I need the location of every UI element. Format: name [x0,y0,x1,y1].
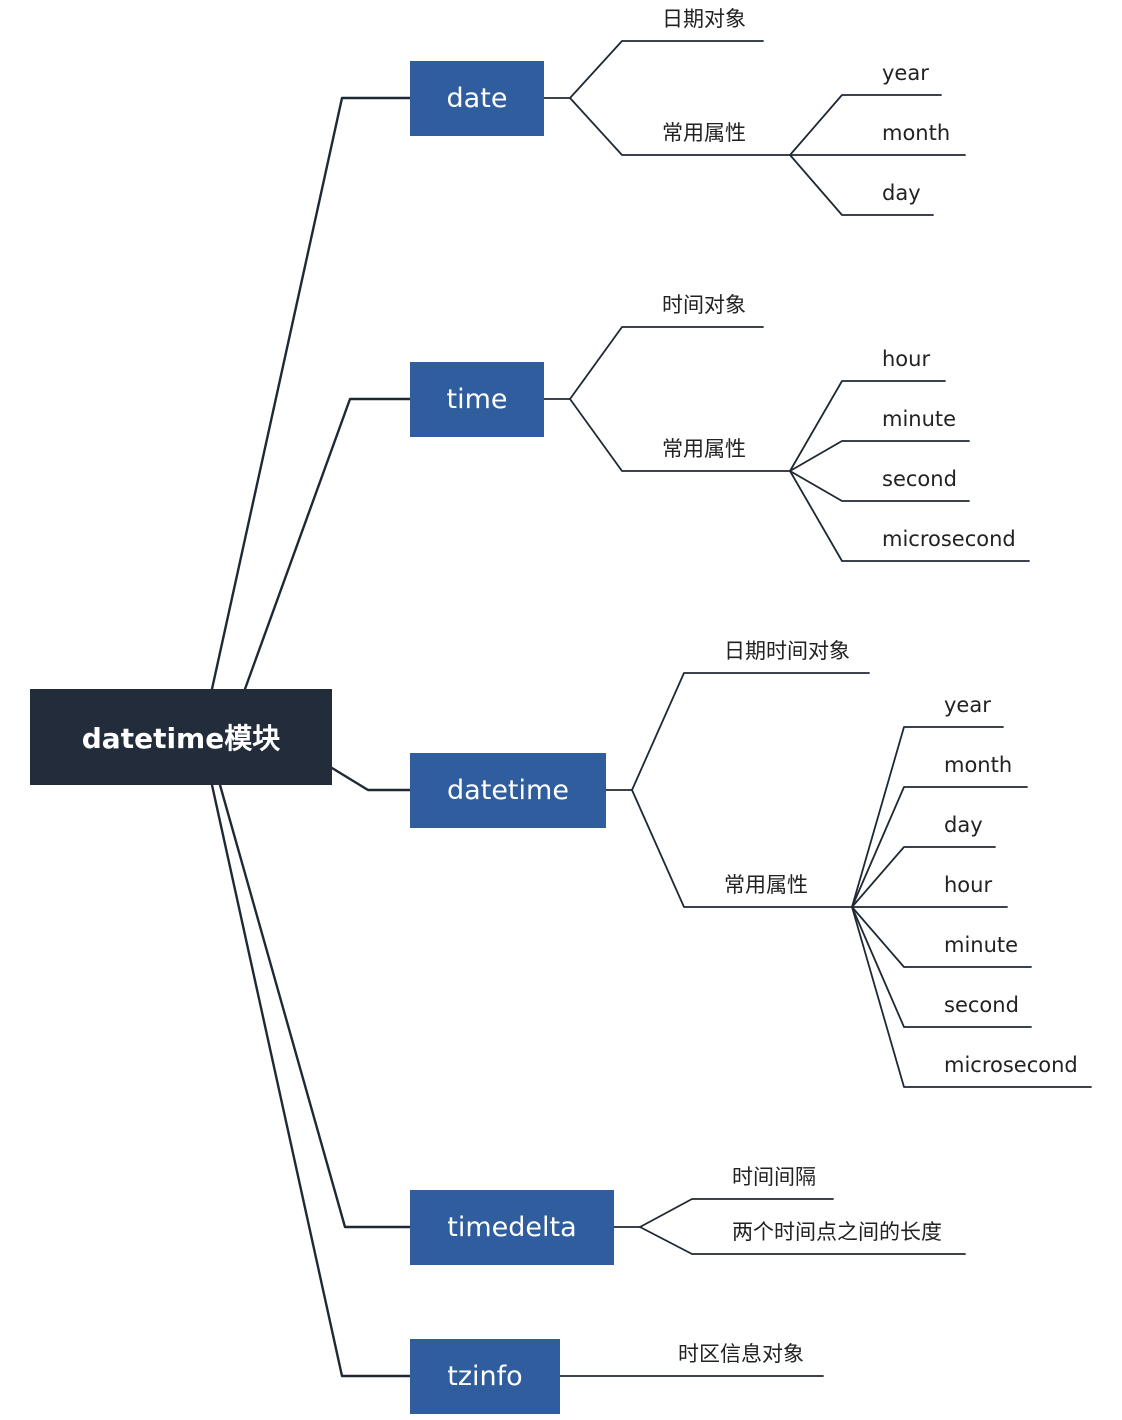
datetime-attr-hour[interactable]: hour [944,873,993,897]
time-attr-minute[interactable]: minute [882,407,957,431]
node-date[interactable]: date [410,61,544,136]
date-attr-year[interactable]: year [882,61,929,85]
edge-timedelta-item2 [639,1226,966,1255]
datetime-attr-year[interactable]: year [944,693,991,717]
edge-date-desc [569,40,764,99]
datetime-attr-day[interactable]: day [944,813,983,837]
edge-time-second [789,470,970,502]
tzinfo-description[interactable]: 时区信息对象 [678,1342,804,1366]
edge-root-datetime [330,766,412,792]
node-date-label: date [446,83,508,114]
edge-time-microsecond [789,470,1030,562]
edge-datetime-attrgroup [631,789,853,908]
root-label: datetime模块 [81,722,281,755]
node-timedelta[interactable]: timedelta [410,1190,614,1265]
date-attr-month[interactable]: month [882,121,951,145]
node-datetime[interactable]: datetime [410,753,606,828]
time-attr-microsecond[interactable]: microsecond [882,527,1016,551]
edge-datetime-desc [631,672,870,791]
edge-datetime-day [851,846,996,908]
node-datetime-label: datetime [447,775,569,806]
edge-timedelta-item1 [639,1198,834,1228]
node-time[interactable]: time [410,362,544,437]
date-attr-group[interactable]: 常用属性 [662,121,746,145]
timedelta-item-length[interactable]: 两个时间点之间的长度 [732,1220,942,1244]
date-description[interactable]: 日期对象 [662,7,746,31]
edge-root-time [243,397,412,691]
datetime-attr-group[interactable]: 常用属性 [724,873,808,897]
date-attr-day[interactable]: day [882,181,921,205]
datetime-description[interactable]: 日期时间对象 [724,639,850,663]
root-node[interactable]: datetime模块 [30,689,332,785]
edge-datetime-second [851,906,1032,1028]
edge-time-attrgroup [569,398,791,472]
timedelta-item-interval[interactable]: 时间间隔 [732,1165,816,1189]
edge-datetime-microsecond [851,906,1092,1088]
edge-datetime-minute [851,906,1032,968]
edge-root-tzinfo [210,783,412,1378]
datetime-attr-microsecond[interactable]: microsecond [944,1053,1078,1077]
time-attr-group[interactable]: 常用属性 [662,437,746,461]
edge-time-hour [789,380,946,472]
edge-time-minute [789,440,970,472]
edge-datetime-year [851,726,1004,908]
datetime-attr-month[interactable]: month [944,753,1013,777]
datetime-attr-second[interactable]: second [944,993,1019,1017]
edge-datetime-month [851,786,1028,908]
time-attr-hour[interactable]: hour [882,347,931,371]
edge-date-day [789,154,934,216]
edge-time-desc [569,326,764,400]
node-time-label: time [446,384,508,415]
edge-date-attrgroup [569,97,791,156]
node-timedelta-label: timedelta [447,1212,577,1243]
time-description[interactable]: 时间对象 [662,293,746,317]
edge-date-year [789,94,942,156]
datetime-attr-minute[interactable]: minute [944,933,1019,957]
node-tzinfo-label: tzinfo [447,1361,523,1392]
edge-root-date [210,96,412,691]
time-attr-second[interactable]: second [882,467,957,491]
node-tzinfo[interactable]: tzinfo [410,1339,560,1414]
edge-root-timedelta [218,783,412,1229]
